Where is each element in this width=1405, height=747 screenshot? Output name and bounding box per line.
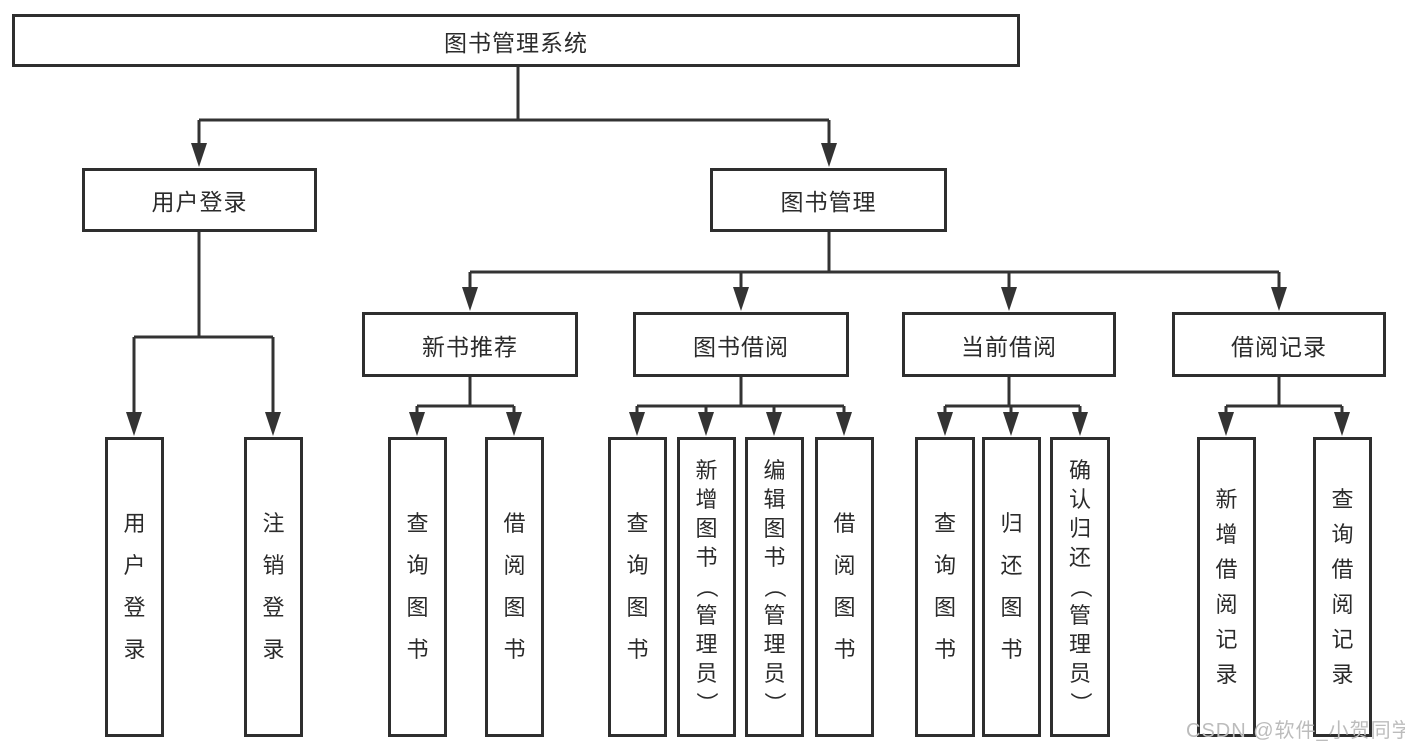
leaf-add-borrow-record-label: 新增借阅记录 (1215, 486, 1238, 687)
leaf-query-books-borrow: 查询图书 (608, 437, 667, 737)
node-book-management-label: 图书管理 (780, 189, 877, 215)
node-borrowing-records-label: 借阅记录 (1231, 333, 1327, 360)
node-book-borrowing-label: 图书借阅 (693, 333, 789, 360)
node-root-label: 图书管理系统 (444, 29, 588, 56)
leaf-query-borrow-record: 查询借阅记录 (1313, 437, 1372, 737)
leaf-borrow-books-recommend: 借阅图书 (485, 437, 544, 737)
tree-edges (132, 67, 1344, 414)
leaf-borrow-books: 借阅图书 (815, 437, 874, 737)
node-book-management: 图书管理 (710, 168, 947, 232)
node-book-borrowing: 图书借阅 (633, 312, 849, 377)
leaf-user-login-label: 用户登录 (123, 511, 146, 662)
leaf-borrow-books-label: 借阅图书 (833, 511, 856, 662)
leaf-logout: 注销登录 (244, 437, 303, 737)
leaf-add-borrow-record: 新增借阅记录 (1197, 437, 1256, 737)
watermark: CSDN @软件_小贺同学 (1186, 720, 1405, 742)
leaf-confirm-return-admin: 确认归还（管理员） (1050, 437, 1110, 737)
leaf-query-books-current-label: 查询图书 (933, 511, 956, 662)
leaf-query-books-borrow-label: 查询图书 (626, 511, 649, 662)
node-user-login-label: 用户登录 (151, 189, 248, 215)
node-current-borrowing-label: 当前借阅 (961, 333, 1057, 360)
leaf-query-books-recommend: 查询图书 (388, 437, 447, 737)
leaf-return-book: 归还图书 (982, 437, 1041, 737)
leaf-edit-book-admin-label: 编辑图书（管理员） (762, 458, 788, 715)
node-user-login: 用户登录 (82, 168, 317, 232)
leaf-query-borrow-record-label: 查询借阅记录 (1331, 486, 1354, 687)
node-new-book-recommendation-label: 新书推荐 (422, 333, 518, 360)
leaf-logout-label: 注销登录 (262, 511, 285, 662)
leaf-add-book-admin: 新增图书（管理员） (677, 437, 736, 737)
leaf-return-book-label: 归还图书 (1000, 511, 1023, 662)
leaf-user-login: 用户登录 (105, 437, 164, 737)
leaf-add-book-admin-label: 新增图书（管理员） (694, 458, 720, 715)
node-borrowing-records: 借阅记录 (1172, 312, 1386, 377)
leaf-confirm-return-admin-label: 确认归还（管理员） (1067, 458, 1093, 715)
node-current-borrowing: 当前借阅 (902, 312, 1116, 377)
node-new-book-recommendation: 新书推荐 (362, 312, 578, 377)
leaf-edit-book-admin: 编辑图书（管理员） (745, 437, 804, 737)
arrowheads (126, 143, 1350, 436)
node-root: 图书管理系统 (12, 14, 1020, 67)
leaf-query-books-recommend-label: 查询图书 (406, 511, 429, 662)
leaf-query-books-current: 查询图书 (915, 437, 975, 737)
leaf-borrow-books-recommend-label: 借阅图书 (503, 511, 526, 662)
